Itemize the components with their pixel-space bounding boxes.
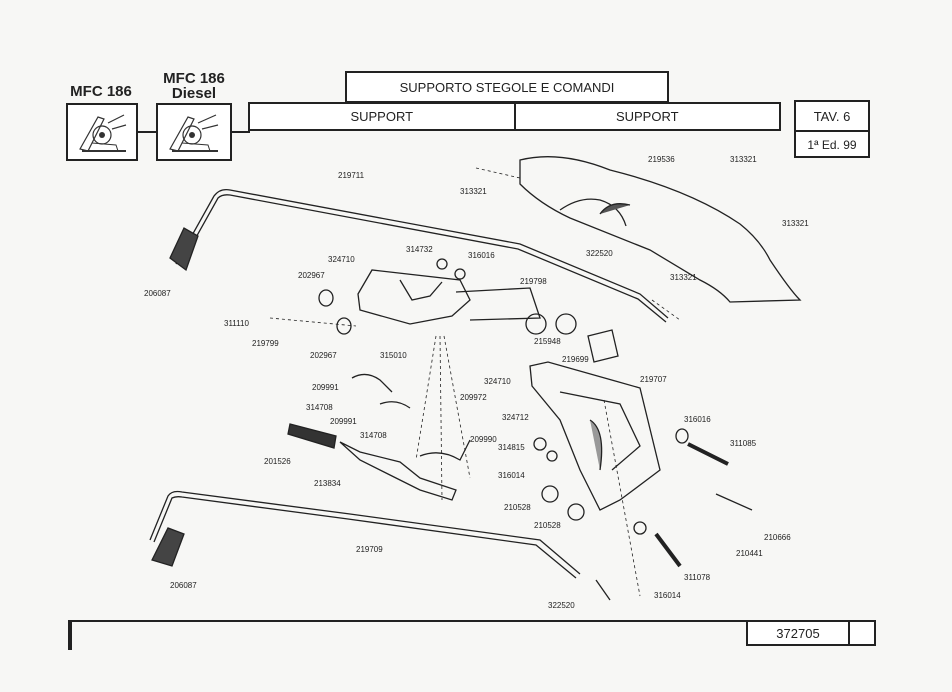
part-number-label: 322520 [548,601,575,610]
part-number-label: 219707 [640,375,667,384]
part-number-label: 206087 [144,289,171,298]
part-number-label: 210528 [504,503,531,512]
part-number-label: 316016 [468,251,495,260]
part-number-label: 311110 [224,319,249,328]
part-number-label: 209990 [470,435,497,444]
part-number-label: 210666 [764,533,791,542]
subtitle-right: SUPPORT [516,104,780,129]
part-number-label: 313321 [460,187,487,196]
table-label-text: TAV. 6 [813,108,851,124]
drawing-code: 372705 [776,625,820,641]
part-number-label: 314708 [360,431,387,440]
part-number-label: 209991 [330,417,357,426]
part-number-label: 314708 [306,403,333,412]
part-number-label: 314732 [406,245,433,254]
lever-grip [287,423,337,449]
part-number-label: 206087 [170,581,197,590]
part-number-label: 311085 [730,439,757,448]
page-title: SUPPORTO STEGOLE E COMANDI [345,71,669,103]
model-name: MFC 186 [163,70,225,87]
subtitle-left: SUPPORT [250,104,516,129]
lower-handle-rod [149,490,581,575]
clutch-lever [339,441,457,501]
subtitle-right-text: SUPPORT [615,109,679,124]
upper-bracket [357,269,471,325]
part-number-label: 219799 [252,339,279,348]
part-number-label: 209991 [312,383,339,392]
edition-label-text: 1ª Ed. 99 [807,138,857,152]
footer-left-rule [68,620,72,650]
part-number-label: 201526 [264,457,291,466]
machine-icon [79,114,127,152]
bushing [336,317,352,335]
upper-grip [169,227,199,272]
part-number-label: 209972 [460,393,487,402]
upper-handle-rod [175,188,669,319]
lower-bracket [529,361,661,511]
bushing [318,289,334,307]
footer-rule [68,620,876,622]
table-label: TAV. 6 [796,102,868,132]
part-number-label: 322520 [586,249,613,258]
part-number-label: 219699 [562,355,589,364]
part-number-label: 316014 [654,591,681,600]
part-number-label: 313321 [670,273,697,282]
part-number-label: 213834 [314,479,341,488]
part-number-label: 324710 [328,255,355,264]
page-title-text: SUPPORTO STEGOLE E COMANDI [399,79,615,95]
drawing-code-box: 372705 [746,620,850,646]
part-number-label: 202967 [298,271,325,280]
part-number-label: 202967 [310,351,337,360]
part-number-label: 324710 [484,377,511,386]
part-number-label: 210441 [736,549,763,558]
part-number-label: 324712 [502,413,529,422]
part-number-label: 311078 [684,573,711,582]
part-number-label: 313321 [730,155,757,164]
part-number-label: 219536 [648,155,675,164]
model-name: MFC 186 [70,83,132,100]
model-label-mfc186: MFC 186 [66,84,136,99]
part-number-label: 315010 [380,351,407,360]
footer-end-box [848,620,876,646]
subtitle-bar: SUPPORT SUPPORT [248,102,781,131]
subtitle-left-text: SUPPORT [350,109,414,124]
edition-label: 1ª Ed. 99 [796,132,868,158]
part-number-label: 219798 [520,277,547,286]
part-number-label: 314815 [498,443,525,452]
machine-icon [169,114,219,152]
model-thumbnail-mfc186-diesel [156,103,232,161]
divider [138,131,156,133]
part-number-label: 316016 [684,415,711,424]
model-label-mfc186-diesel: MFC 186 Diesel [154,71,234,101]
part-number-label: 219711 [338,171,365,180]
part-number-label: 210528 [534,521,561,530]
handlebar-cover [519,156,802,303]
part-number-label: 316014 [498,471,525,480]
part-number-label: 313321 [782,219,809,228]
divider [232,131,250,133]
lower-grip [151,527,185,567]
model-variant: Diesel [171,85,217,102]
part-number-label: 219709 [356,545,383,554]
table-info-box: TAV. 6 1ª Ed. 99 [794,100,870,158]
model-thumbnail-mfc186 [66,103,138,161]
part-number-label: 215948 [534,337,561,346]
